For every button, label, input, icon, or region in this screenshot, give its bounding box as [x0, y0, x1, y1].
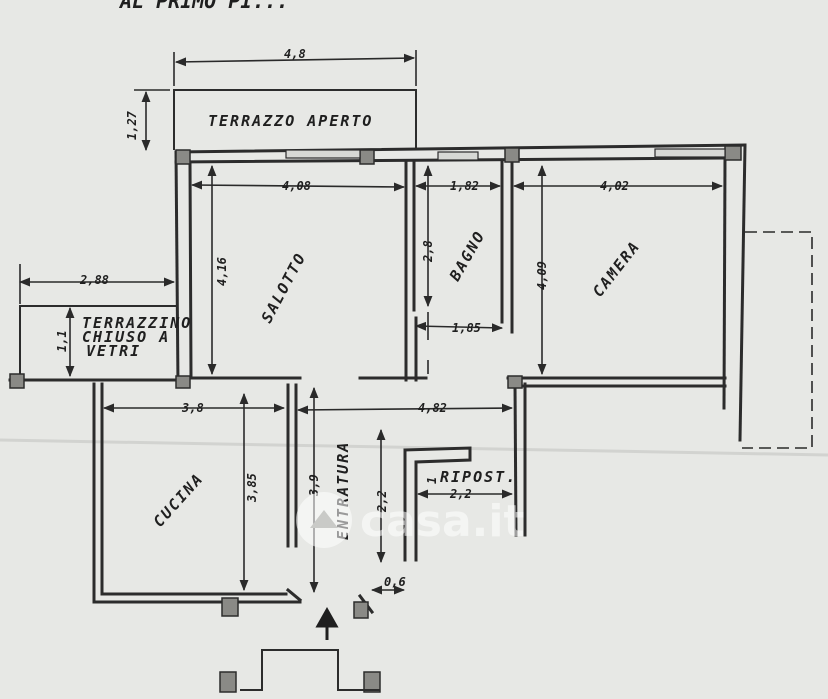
- dim-cucina-depth: 3,85: [245, 473, 259, 503]
- dim-entratura-depth: 3,9: [307, 474, 321, 497]
- dim-door-width: 0,6: [384, 575, 406, 589]
- dim-ripost-width: 2,2: [449, 487, 472, 501]
- dim-bagno-width: 1,82: [450, 179, 479, 193]
- dim-bagno-depth: 2,8: [421, 240, 435, 263]
- watermark-logo: casa.it: [360, 496, 524, 547]
- room-label-ripost: RIPOST.: [440, 468, 517, 486]
- dim-ripost-depth: 2,2: [375, 490, 389, 513]
- dim-salotto-depth: 4,16: [215, 257, 229, 286]
- dim-terrazzo-depth: 1,27: [125, 110, 139, 140]
- pillars: [9, 145, 742, 693]
- terrazzo-aperto: TERRAZZO APERTO: [173, 89, 417, 150]
- casa-it-watermark: casa.it: [296, 492, 524, 548]
- walls: [8, 143, 747, 615]
- windows: [285, 148, 726, 161]
- house-icon: [310, 510, 338, 528]
- dim-camera-width: 4,02: [600, 179, 629, 193]
- ripost-count: 1: [425, 477, 439, 484]
- room-label-terrazzino-2: CHIUSO A: [82, 328, 170, 346]
- dim-terrazzino-depth: 1,1: [55, 330, 69, 352]
- dim-cucina-width: 3,8: [181, 401, 204, 415]
- dim-terrazzo-width: 4,8: [284, 47, 306, 61]
- room-label-terrazzino-3: VETRI: [86, 342, 141, 360]
- dim-terrazzino-width: 2,88: [79, 273, 109, 287]
- paper-fold: [0, 438, 828, 457]
- balcony-outline: [742, 231, 813, 449]
- room-label-terrazzino-1: TERRAZZINO: [82, 314, 192, 332]
- landing-outline: [240, 649, 380, 691]
- dimension-lines: [18, 50, 724, 640]
- header-text: AL PRIMO PI...: [118, 0, 289, 13]
- dim-salotto-width: 4,08: [282, 179, 311, 193]
- dim-camera-depth: 4,09: [535, 261, 549, 290]
- dim-corridor-width: 4,82: [418, 401, 447, 415]
- terrazzo-aperto-label: TERRAZZO APERTO: [208, 112, 373, 130]
- dim-bagno-lower-width: 1,85: [452, 321, 481, 335]
